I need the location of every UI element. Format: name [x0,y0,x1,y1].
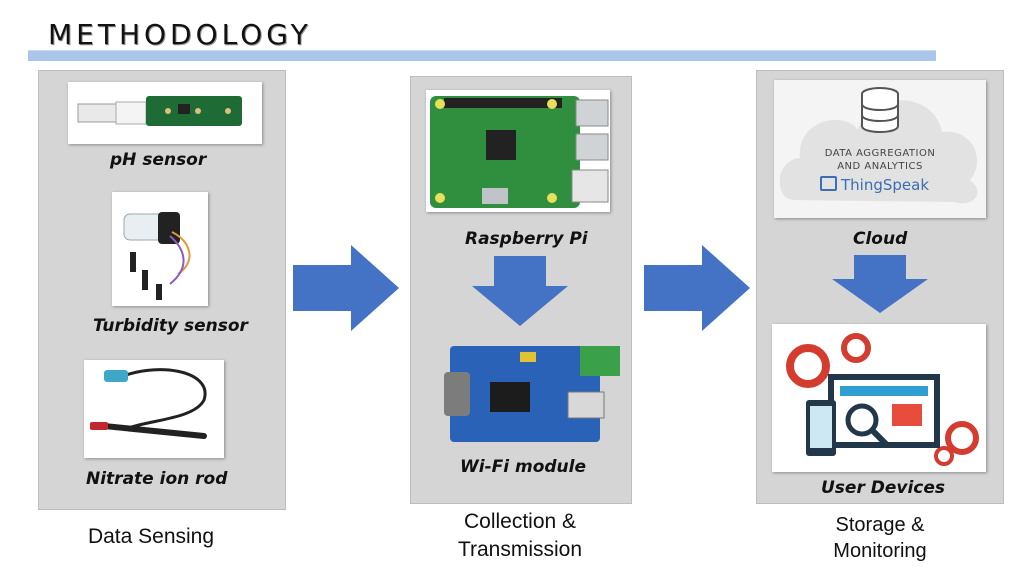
cloud-text-line-1: DATA AGGREGATION [824,148,936,159]
thingspeak-logo: ThingSpeak [820,176,950,194]
storage-stage-line-1: Storage & [835,514,925,536]
down-arrow-icon [472,256,568,326]
raspberry-pi-label: Raspberry Pi [465,229,588,249]
page-title: METHODOLOGY [48,18,312,51]
collection-stage-line-2: Transmission [457,538,583,561]
thingspeak-brand-text: ThingSpeak [841,176,930,194]
cloud-image: DATA AGGREGATION AND ANALYTICS ThingSpea… [774,80,986,218]
raspberry-pi-image [426,90,610,212]
user-devices-label: User Devices [821,478,946,498]
down-arrow-icon [832,255,928,313]
storage-stage-line-2: Monitoring [833,540,927,562]
user-devices-image [772,324,986,472]
cloud-label: Cloud [853,229,908,249]
collection-stage-label: Collection & Transmission [432,508,608,564]
storage-stage-label: Storage & Monitoring [800,512,960,564]
wifi-module-label: Wi-Fi module [460,457,587,477]
wifi-module-image [440,332,630,450]
cloud-text-line-2: AND ANALYTICS [837,161,923,172]
turbidity-sensor-label: Turbidity sensor [93,316,248,336]
data-sensing-stage-label: Data Sensing [87,525,215,548]
chat-bubble-icon [820,176,837,191]
right-arrow-icon [644,245,750,331]
ph-sensor-label: pH sensor [110,150,207,170]
turbidity-sensor-image [112,192,208,306]
collection-stage-line-1: Collection & [463,510,577,533]
ph-sensor-image [68,82,262,144]
title-underline [28,50,936,61]
right-arrow-icon [293,245,399,331]
nitrate-rod-image [84,360,224,458]
nitrate-rod-label: Nitrate ion rod [86,469,228,489]
